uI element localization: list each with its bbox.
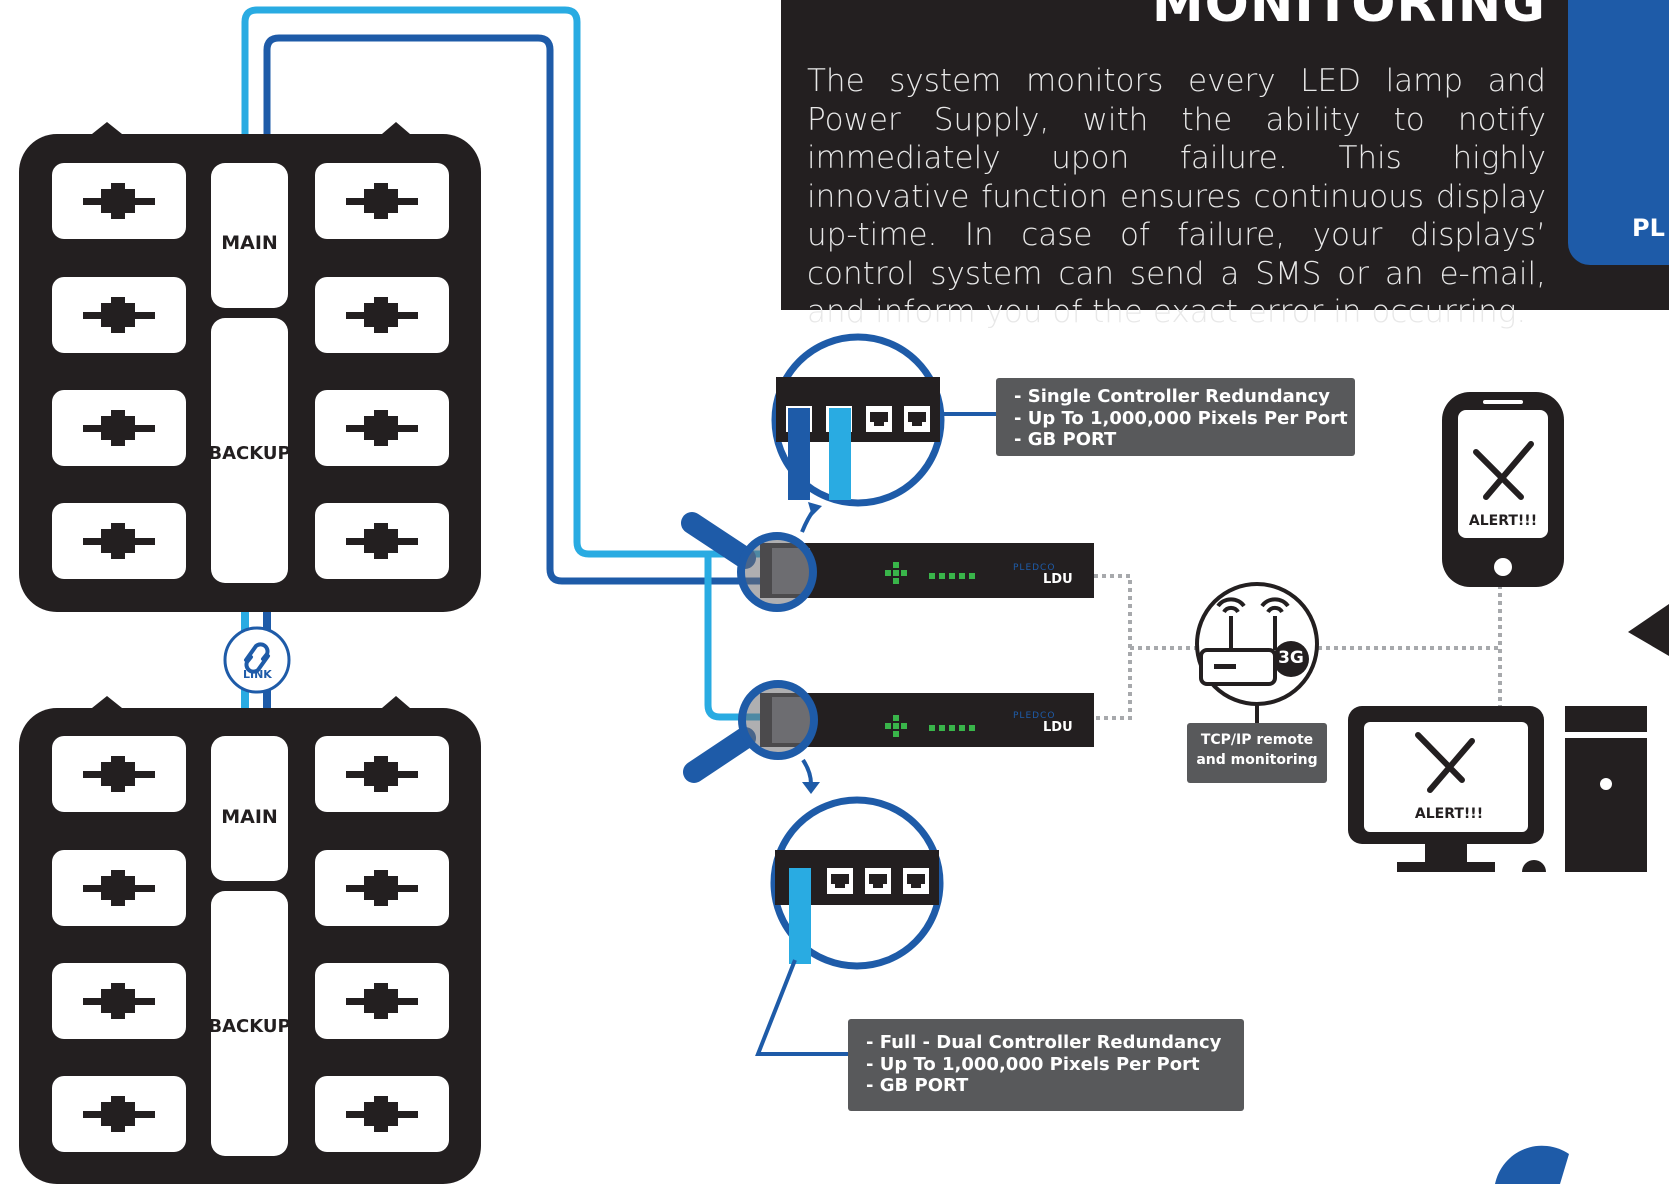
cabinet-1-main-label: MAIN — [221, 232, 278, 254]
cabinet-2-backup-label: BACKUP — [208, 1016, 291, 1037]
side-tab — [1568, 0, 1669, 265]
cabinet-2-main-label: MAIN — [221, 806, 278, 828]
info-line: - GB PORT — [1014, 429, 1117, 450]
info-line: - Up To 1,000,000 Pixels Per Port — [866, 1053, 1200, 1075]
header-panel: MONITORING The system monitors every LED… — [781, 0, 1669, 330]
side-tab-text: PL — [1632, 214, 1665, 242]
header-title: MONITORING — [1151, 0, 1546, 34]
phone-alert-text: ALERT!!! — [1468, 513, 1538, 529]
info-box-single: - Single Controller Redundancy - Up To 1… — [996, 378, 1355, 456]
second-controller-cable — [704, 554, 760, 721]
zoom-ports-bottom — [755, 796, 944, 1056]
arrow-shape — [1628, 604, 1669, 656]
router-caption: TCP/IP remote and monitoring — [1187, 723, 1327, 783]
link-label: LINK — [243, 668, 272, 681]
info-line: - Full - Dual Controller Redundancy — [866, 1032, 1222, 1053]
info-box-dual: - Full - Dual Controller Redundancy - Up… — [848, 1019, 1244, 1111]
info-line: - Up To 1,000,000 Pixels Per Port — [1014, 407, 1348, 429]
cabinet-1 — [19, 122, 481, 612]
zoom-ports-top — [771, 333, 996, 507]
controller-2-brand: PLEDCO — [1013, 711, 1056, 721]
controller-1-model: LDU — [1043, 572, 1073, 587]
main-cable-light — [241, 6, 760, 558]
router-caption-line2: and monitoring — [1196, 752, 1318, 768]
router-badge: 3G — [1278, 648, 1304, 668]
magnifier-2 — [683, 680, 820, 794]
computer-icon — [1348, 706, 1647, 872]
header-body: The system monitors every LED lamp and P… — [807, 63, 1546, 330]
backup-cable-dark — [263, 34, 760, 585]
info-line: - Single Controller Redundancy — [1014, 386, 1330, 407]
cabinet-1-backup-label: BACKUP — [208, 443, 291, 464]
router-icon — [1195, 582, 1319, 723]
network-links — [1094, 574, 1502, 720]
info-line: - GB PORT — [866, 1075, 969, 1096]
router-caption-line1: TCP/IP remote — [1200, 732, 1314, 748]
cabinet-2 — [19, 696, 481, 1184]
controller-2-model: LDU — [1043, 720, 1073, 735]
phone-icon — [1442, 392, 1564, 587]
link-icon — [223, 626, 291, 694]
magnifier-1 — [681, 502, 822, 612]
controller-1-brand: PLEDCO — [1013, 563, 1056, 573]
logo-fragment — [1495, 1145, 1569, 1184]
computer-alert-text: ALERT!!! — [1414, 806, 1484, 822]
